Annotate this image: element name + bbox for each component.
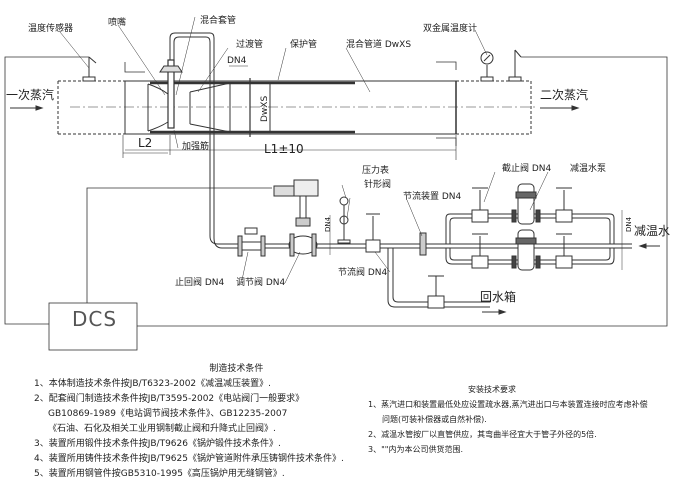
throttle-valve-label: 节流阀 DN4: [338, 268, 388, 278]
temperature-sensor-label: 温度传感器: [28, 24, 74, 34]
control-valve-label: 调节阀 DN4: [236, 278, 286, 288]
dn4-top-label: DN4: [227, 56, 247, 66]
inlet-steam-label: 一次蒸汽: [6, 88, 55, 102]
installation-title: 安装技术要求: [468, 385, 516, 394]
manufacturing-item: 4、装置所用铸件技术条件按JB/T9625《锅炉管道附件承压铸钢件技术条件》.: [34, 454, 344, 464]
mixing-pipe-label: 混合管道 DwXS: [346, 40, 412, 50]
installation-item: 3、""内为本公司供货范围.: [368, 445, 463, 454]
manufacturing-item: 《石油、石化及相关工业用钢制截止阀和升降式止回阀》.: [48, 424, 276, 434]
mixing-pipe-body: [124, 78, 457, 137]
protection-pipe-label: 保护管: [290, 40, 318, 50]
pressure-gauge-label: 压力表: [362, 166, 390, 176]
manufacturing-item: 1、本体制造技术条件按JB/T6323-2002《减温减压装置》.: [34, 379, 272, 389]
desuperheat-pump-label: 减温水泵: [570, 164, 607, 174]
manufacturing-item: 3、装置所用锻件技术条件按JB/T9626《锅炉锻件技术条件》.: [34, 439, 281, 449]
installation-notes: 安装技术要求 1、蒸汽进口和装置最低处应设置疏水器,蒸汽进出口与本装置连接时应考…: [368, 382, 648, 457]
l1-label: L1±10: [264, 142, 304, 156]
installation-item: 1、蒸汽进口和装置最低处应设置疏水器,蒸汽进出口与本装置连接时应考虑补偿: [368, 400, 648, 409]
dcs-label: DCS: [72, 307, 118, 331]
outlet-pipe-section: [456, 80, 532, 135]
manufacturing-item: 2、配套阀门制造技术条件按JB/T3595-2002《电站阀门一般要求》: [34, 394, 305, 404]
dn4-right-label: DN4: [625, 216, 633, 232]
installation-item: 问题(可装补偿器或自然补偿).: [382, 415, 487, 424]
installation-item: 2、减温水管按厂以直管供应，其弯曲半径宜大于管子外径的5倍.: [368, 430, 597, 439]
return-tank-label: 回水箱: [480, 290, 517, 304]
l2-label: L2: [138, 136, 153, 150]
manufacturing-item: GB10869-1989《电站调节阀技术条件》、GB12235-2007: [48, 409, 288, 419]
dcs-box: [48, 302, 138, 351]
manufacturing-item: 5、装置所用钢管件按GB5310-1995《高压锅炉用无缝钢管》.: [34, 469, 285, 479]
manufacturing-notes: 制造技术条件 1、本体制造技术条件按JB/T6323-2002《减温减压装置》.…: [34, 362, 344, 482]
check-valve-label: 止回阀 DN4: [175, 278, 225, 288]
signal-line-inlet-sensor: [4, 56, 89, 325]
nozzle-label: 喷嘴: [108, 18, 127, 28]
mixing-sleeve-label: 混合套管: [200, 16, 237, 26]
desuperheat-water-label: 减温水: [634, 224, 671, 238]
dwxs-label: DwXS: [260, 95, 270, 122]
inlet-pipe-section: [57, 80, 125, 135]
signal-line-actuator: [86, 187, 272, 303]
stop-valve-label: 截止阀 DN4: [502, 164, 552, 174]
reinforcing-ring-label: 加强筋: [182, 142, 210, 152]
dn4-mid-label: DN4: [324, 216, 332, 232]
water-line: [237, 179, 660, 315]
transition-pipe-label: 过渡管: [236, 40, 264, 50]
outlet-steam-label: 二次蒸汽: [540, 88, 589, 102]
needle-valve-label: 针形阀: [364, 180, 392, 190]
signal-line-outlet: [136, 56, 668, 327]
bimetal-thermometer-label: 双金属温度计: [423, 24, 478, 34]
throttle-device-label: 节流装置 DN4: [403, 192, 462, 202]
manufacturing-title: 制造技术条件: [209, 364, 264, 374]
